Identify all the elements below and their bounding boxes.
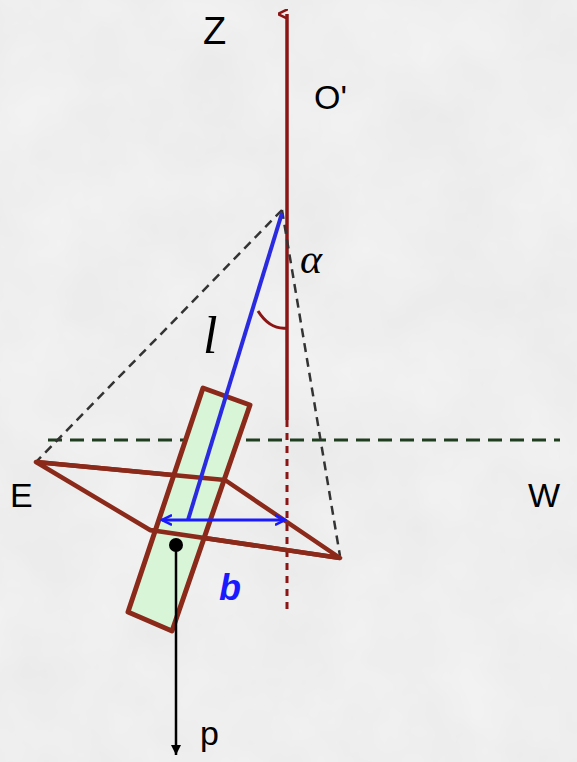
- center-of-mass: [169, 538, 183, 552]
- direction-label: W: [528, 478, 560, 512]
- cone-line: [282, 210, 340, 556]
- z-axis-dashed: [286, 420, 289, 615]
- radius-dimension: [162, 519, 285, 522]
- angle-arc: [258, 311, 287, 328]
- weight-vector: [175, 545, 178, 755]
- force-label: p: [200, 716, 219, 750]
- plane-wing-edge: [36, 462, 225, 480]
- angle-label: α: [300, 238, 322, 280]
- horizontal-dashed-line: [48, 439, 560, 442]
- radius-label: b: [219, 570, 241, 606]
- direction-label: E: [10, 478, 33, 512]
- plane-body: [128, 388, 250, 631]
- length-label: l: [203, 310, 217, 362]
- plane-wing-edge: [150, 530, 340, 558]
- axis-label: Z: [203, 12, 226, 50]
- point-label: O': [314, 80, 347, 114]
- z-axis: [285, 14, 289, 420]
- string-l: [188, 213, 282, 520]
